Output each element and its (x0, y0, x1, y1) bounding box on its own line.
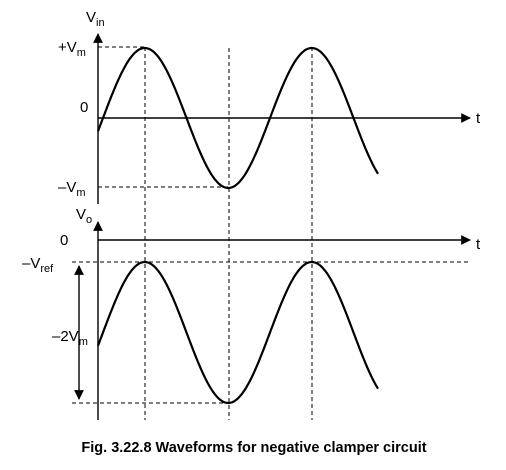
figure-caption: Fig. 3.22.8 Waveforms for negative clamp… (81, 440, 426, 456)
vin-plus-vm-label: +Vm (58, 39, 86, 59)
vin-zero-label: 0 (80, 99, 88, 116)
vo-t-label: t (476, 236, 481, 253)
vin-t-label: t (476, 110, 481, 127)
vo-zero-label: 0 (60, 232, 68, 249)
vo-axis-label: Vo (76, 206, 92, 226)
vin-axis-label: Vin (86, 9, 105, 29)
input-waveform-plot: Vin +Vm 0 –Vm t (58, 9, 481, 204)
vin-minus-vm-label: –Vm (58, 179, 86, 199)
output-waveform-plot: Vo 0 –Vref –2Vm t (22, 206, 481, 420)
vo-minus-vref-label: –Vref (22, 255, 54, 275)
vo-sine-wave (96, 260, 379, 405)
alignment-guides (144, 47, 313, 420)
vo-span-label: –2Vm (52, 328, 88, 348)
